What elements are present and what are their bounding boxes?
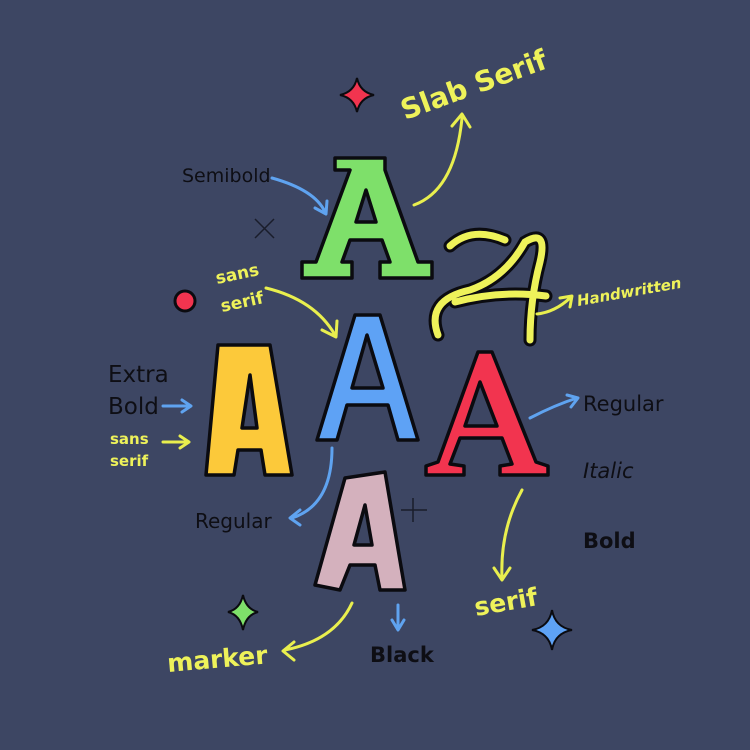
arrow-semibold <box>270 176 329 216</box>
letter-handwritten <box>428 227 553 347</box>
arrow-regular-left <box>288 446 334 527</box>
arrow-black <box>390 603 406 632</box>
label-regular-left: Regular <box>195 509 272 533</box>
star-green-icon <box>227 594 259 631</box>
label-bold: Bold <box>583 529 636 553</box>
label-extra: Extra <box>108 362 169 388</box>
star-red-icon <box>339 77 375 113</box>
letter-sans-regular <box>315 313 420 442</box>
dot-red-icon <box>173 289 197 313</box>
arrow-extra-bold <box>161 398 193 414</box>
label-sans-serif-2a: sans <box>110 430 149 448</box>
letter-extra-bold <box>204 343 294 477</box>
cross-plus-icon <box>401 498 427 522</box>
arrow-serif <box>492 488 524 582</box>
star-blue-icon <box>531 609 573 651</box>
label-sans-serif-2b: serif <box>110 452 149 470</box>
label-regular-right: Regular <box>583 392 664 416</box>
label-bold-word: Bold <box>108 394 159 420</box>
arrow-sans-serif-2 <box>161 434 191 450</box>
arrow-regular-right <box>528 393 580 420</box>
arrow-slab <box>412 112 472 207</box>
arrow-handwritten <box>535 294 574 316</box>
letter-serif-regular <box>424 350 550 477</box>
label-italic: Italic <box>583 459 634 483</box>
cross-x-icon <box>254 218 275 239</box>
label-semibold: Semibold <box>182 165 271 187</box>
label-black: Black <box>370 643 435 667</box>
arrow-marker <box>281 601 354 662</box>
letter-marker-black <box>313 470 407 592</box>
letter-slab-serif <box>300 156 434 280</box>
arrow-sans-serif-1 <box>264 286 339 339</box>
